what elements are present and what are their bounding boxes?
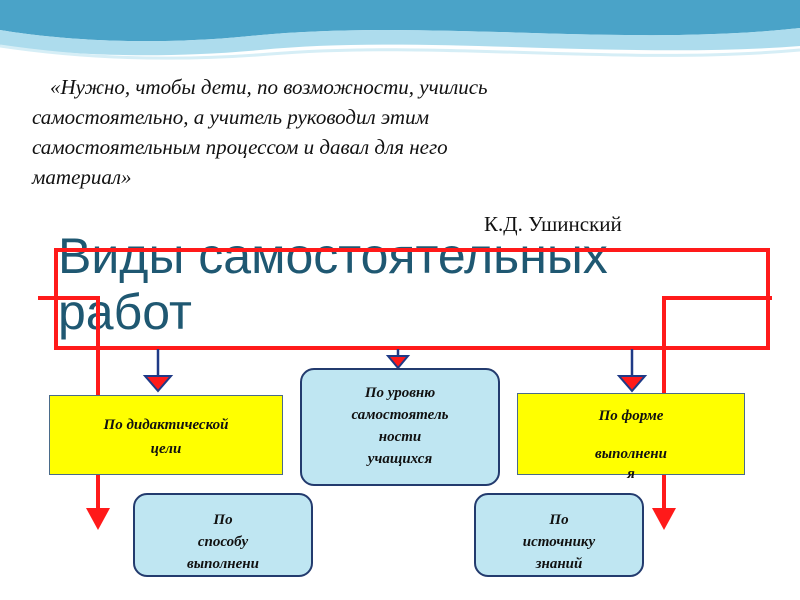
box-knowledge-source: По источнику знаний xyxy=(474,493,644,577)
connector-left-arrow xyxy=(142,375,174,393)
quote-line: самостоятельно, а учитель руководил этим xyxy=(32,105,429,129)
box-text-line: ности xyxy=(378,429,422,445)
title-line: работ xyxy=(58,284,192,340)
box-text-line: выполнени xyxy=(187,556,259,572)
box-text-line: По xyxy=(213,512,233,528)
quote-line: «Нужно, чтобы дети, по возможности, учил… xyxy=(50,75,488,99)
box-independence-level: По уровню самостоятель ности учащихся xyxy=(300,368,500,486)
box-text-line: источнику xyxy=(522,534,596,550)
right-down-arrowhead xyxy=(652,508,676,530)
quote-line: самостоятельным процессом и давал для не… xyxy=(32,135,448,159)
box-text-line: цели xyxy=(150,441,182,457)
box-text-line: выполнени xyxy=(595,446,667,462)
box-execution-method: По способу выполнени я xyxy=(133,493,313,577)
box-text-line: По уровню xyxy=(364,385,436,401)
title-line: Виды самостоятельных xyxy=(58,228,608,284)
page-title: Виды самостоятельных работ xyxy=(58,228,778,340)
box-text-line: По дидактической xyxy=(103,417,229,433)
box-execution-form: По форме выполнени я xyxy=(517,393,745,482)
quote-author: К.Д. Ушинский xyxy=(484,212,622,236)
box-text-line: учащихся xyxy=(367,451,433,467)
header-wave-decoration xyxy=(0,0,800,60)
quote-text: «Нужно, чтобы дети, по возможности, учил… xyxy=(32,72,732,192)
box-text-line: По xyxy=(549,512,569,528)
connector-center-arrow xyxy=(385,355,411,370)
box-text-line: знаний xyxy=(535,556,583,572)
box-didactic-goal: По дидактической цели xyxy=(49,395,283,475)
connector-right-arrow xyxy=(616,375,648,393)
box-text-line: По форме xyxy=(598,408,664,424)
box-text-line: самостоятель xyxy=(351,407,449,423)
box-text-line: я xyxy=(135,575,311,577)
box-text-line: я xyxy=(627,466,635,482)
box-text-line: способу xyxy=(197,534,249,550)
quote-line: материал» xyxy=(32,165,132,189)
left-down-arrowhead xyxy=(86,508,110,530)
